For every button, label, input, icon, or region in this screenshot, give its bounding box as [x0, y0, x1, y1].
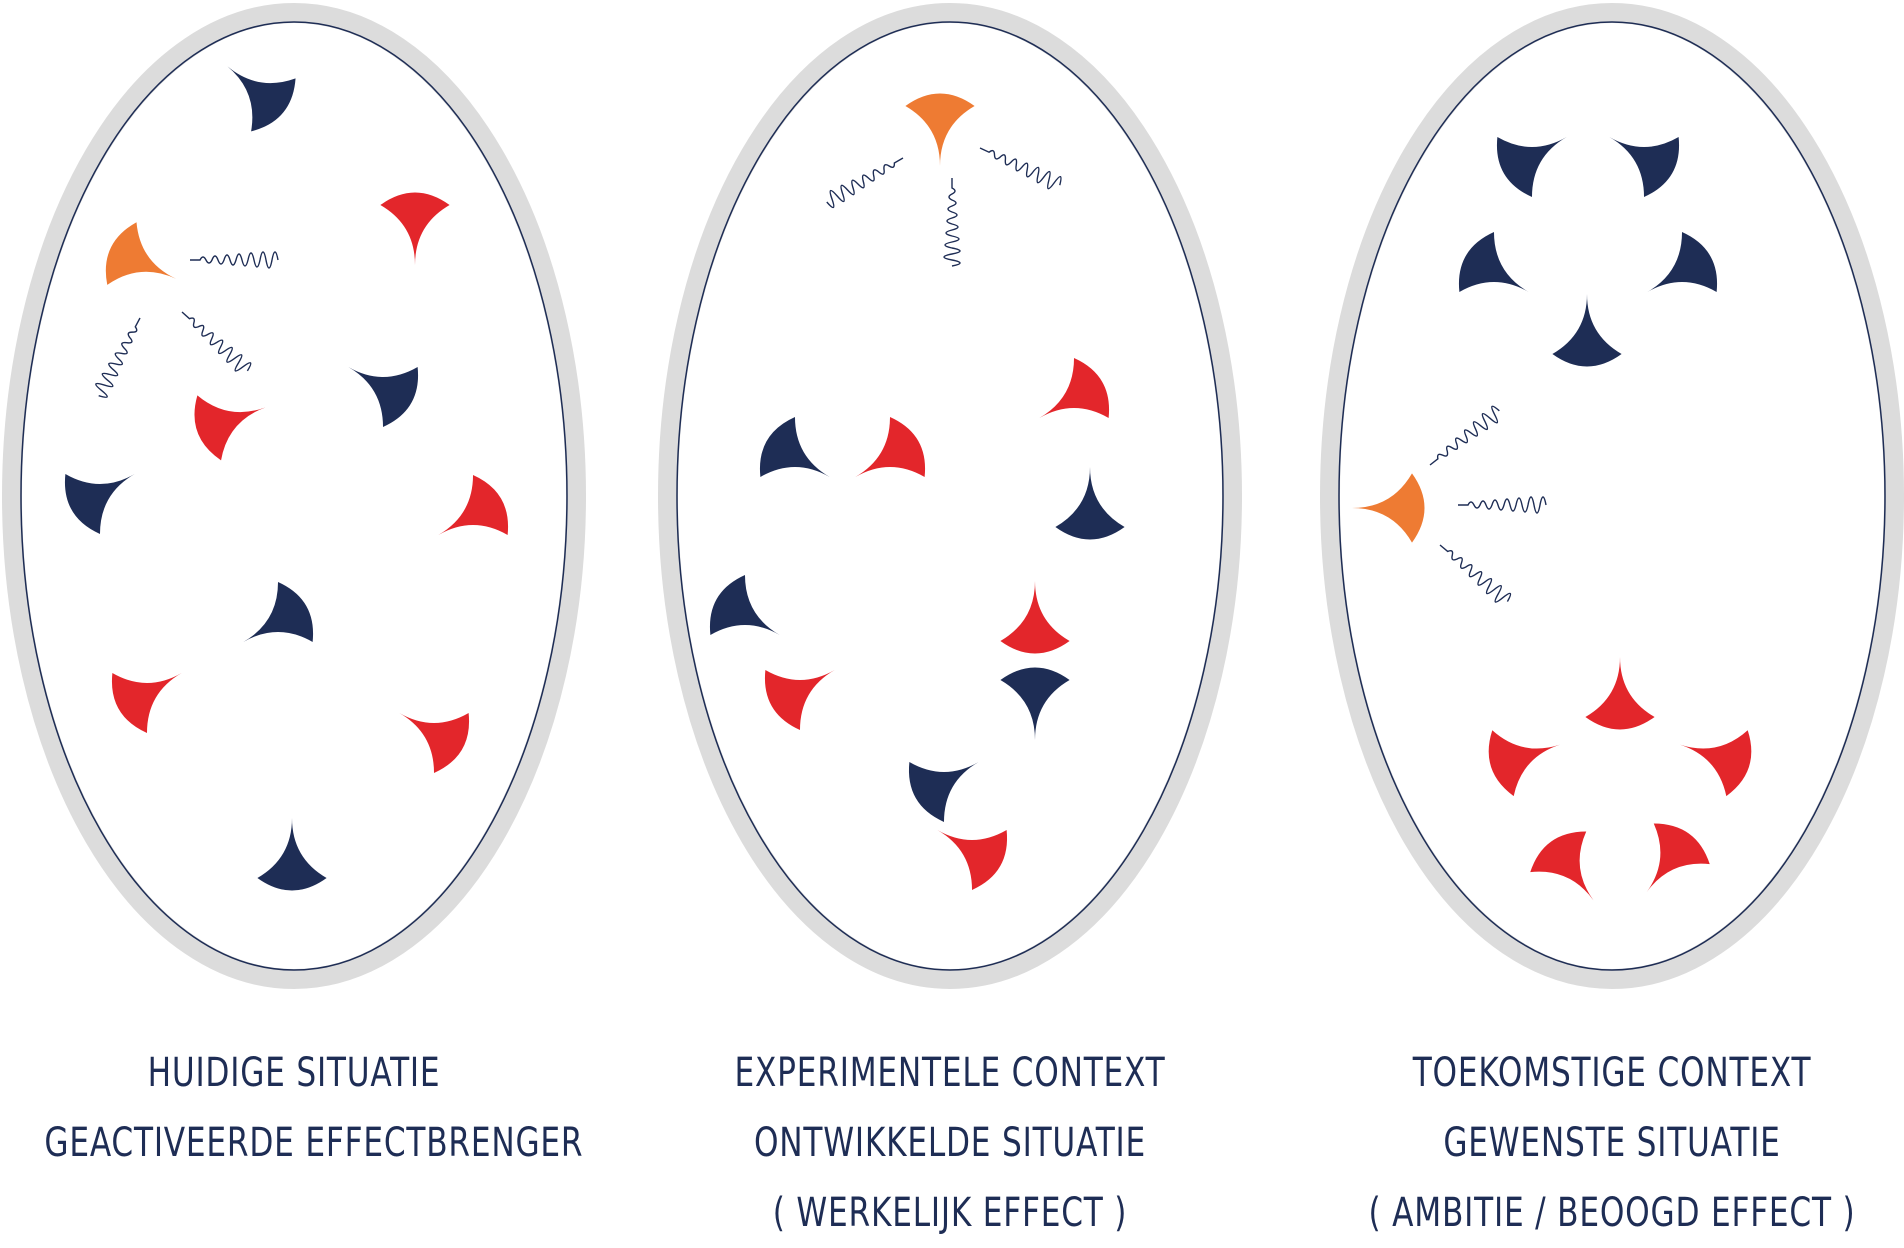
panel-current-situation [2, 3, 586, 989]
caption-line: GEACTIVEERDE EFFECTBRENGER [44, 1120, 584, 1166]
orange-emitter [905, 93, 975, 166]
caption-panel-3: TOEKOMSTIGE CONTEXT GEWENSTE SITUATIE ( … [1362, 1038, 1861, 1248]
caption-line: EXPERIMENTELE CONTEXT [734, 1050, 1166, 1096]
squiggle-icon [826, 157, 904, 209]
squiggle-icon [1458, 496, 1547, 514]
navy-element [1552, 294, 1622, 367]
red-element [1530, 831, 1594, 901]
panel-ring [658, 3, 1242, 989]
squiggle-icon [943, 178, 961, 267]
panel-future-context [1320, 3, 1904, 989]
red-element [380, 192, 450, 265]
navy-element [1647, 232, 1718, 292]
navy-element [1609, 137, 1680, 197]
squiggle-icon [1439, 544, 1512, 603]
navy-element [257, 818, 327, 891]
red-element [937, 830, 1008, 890]
navy-element [1000, 667, 1070, 740]
navy-element [759, 417, 830, 477]
panel-outline [676, 21, 1224, 971]
caption-panel-1: HUIDIGE SITUATIE GEACTIVEERDE EFFECTBREN… [44, 1038, 584, 1178]
panel-outline [20, 21, 568, 971]
navy-element [908, 762, 979, 822]
caption-line: HUIDIGE SITUATIE [147, 1050, 441, 1096]
squiggle-icon [979, 147, 1062, 190]
caption-panel-2: EXPERIMENTELE CONTEXT ONTWIKKELDE SITUAT… [700, 1038, 1199, 1248]
red-element [1646, 823, 1710, 893]
navy-element [1055, 467, 1125, 540]
red-element [1585, 657, 1655, 730]
caption-line: ( AMBITIE / BEOOGD EFFECT ) [1368, 1190, 1856, 1236]
orange-emitter [105, 222, 177, 285]
navy-element [243, 582, 314, 642]
caption-line: ( WERKELIJK EFFECT ) [772, 1190, 1128, 1236]
red-element [438, 475, 509, 535]
navy-element [348, 367, 419, 427]
red-element [855, 417, 926, 477]
navy-element [1458, 232, 1529, 292]
navy-element [64, 474, 135, 534]
caption-line: GEWENSTE SITUATIE [1443, 1120, 1781, 1166]
red-element [111, 673, 182, 733]
navy-element [1496, 137, 1567, 197]
red-element [1488, 730, 1561, 797]
red-element [1039, 358, 1110, 418]
caption-line: ONTWIKKELDE SITUATIE [753, 1120, 1147, 1166]
squiggle-icon [1429, 405, 1500, 466]
red-element [764, 670, 835, 730]
orange-emitter [1352, 473, 1425, 543]
red-element [1000, 581, 1070, 654]
squiggle-icon [190, 251, 279, 269]
navy-element [709, 575, 780, 635]
red-element [194, 395, 266, 461]
panel-outline [1338, 21, 1886, 971]
red-element [1679, 730, 1752, 797]
red-element [399, 713, 470, 773]
squiggle-icon [95, 317, 141, 398]
caption-line: TOEKOMSTIGE CONTEXT [1412, 1050, 1812, 1096]
panel-experimental-context [658, 3, 1242, 989]
squiggle-icon [181, 311, 252, 372]
navy-element [227, 66, 296, 132]
